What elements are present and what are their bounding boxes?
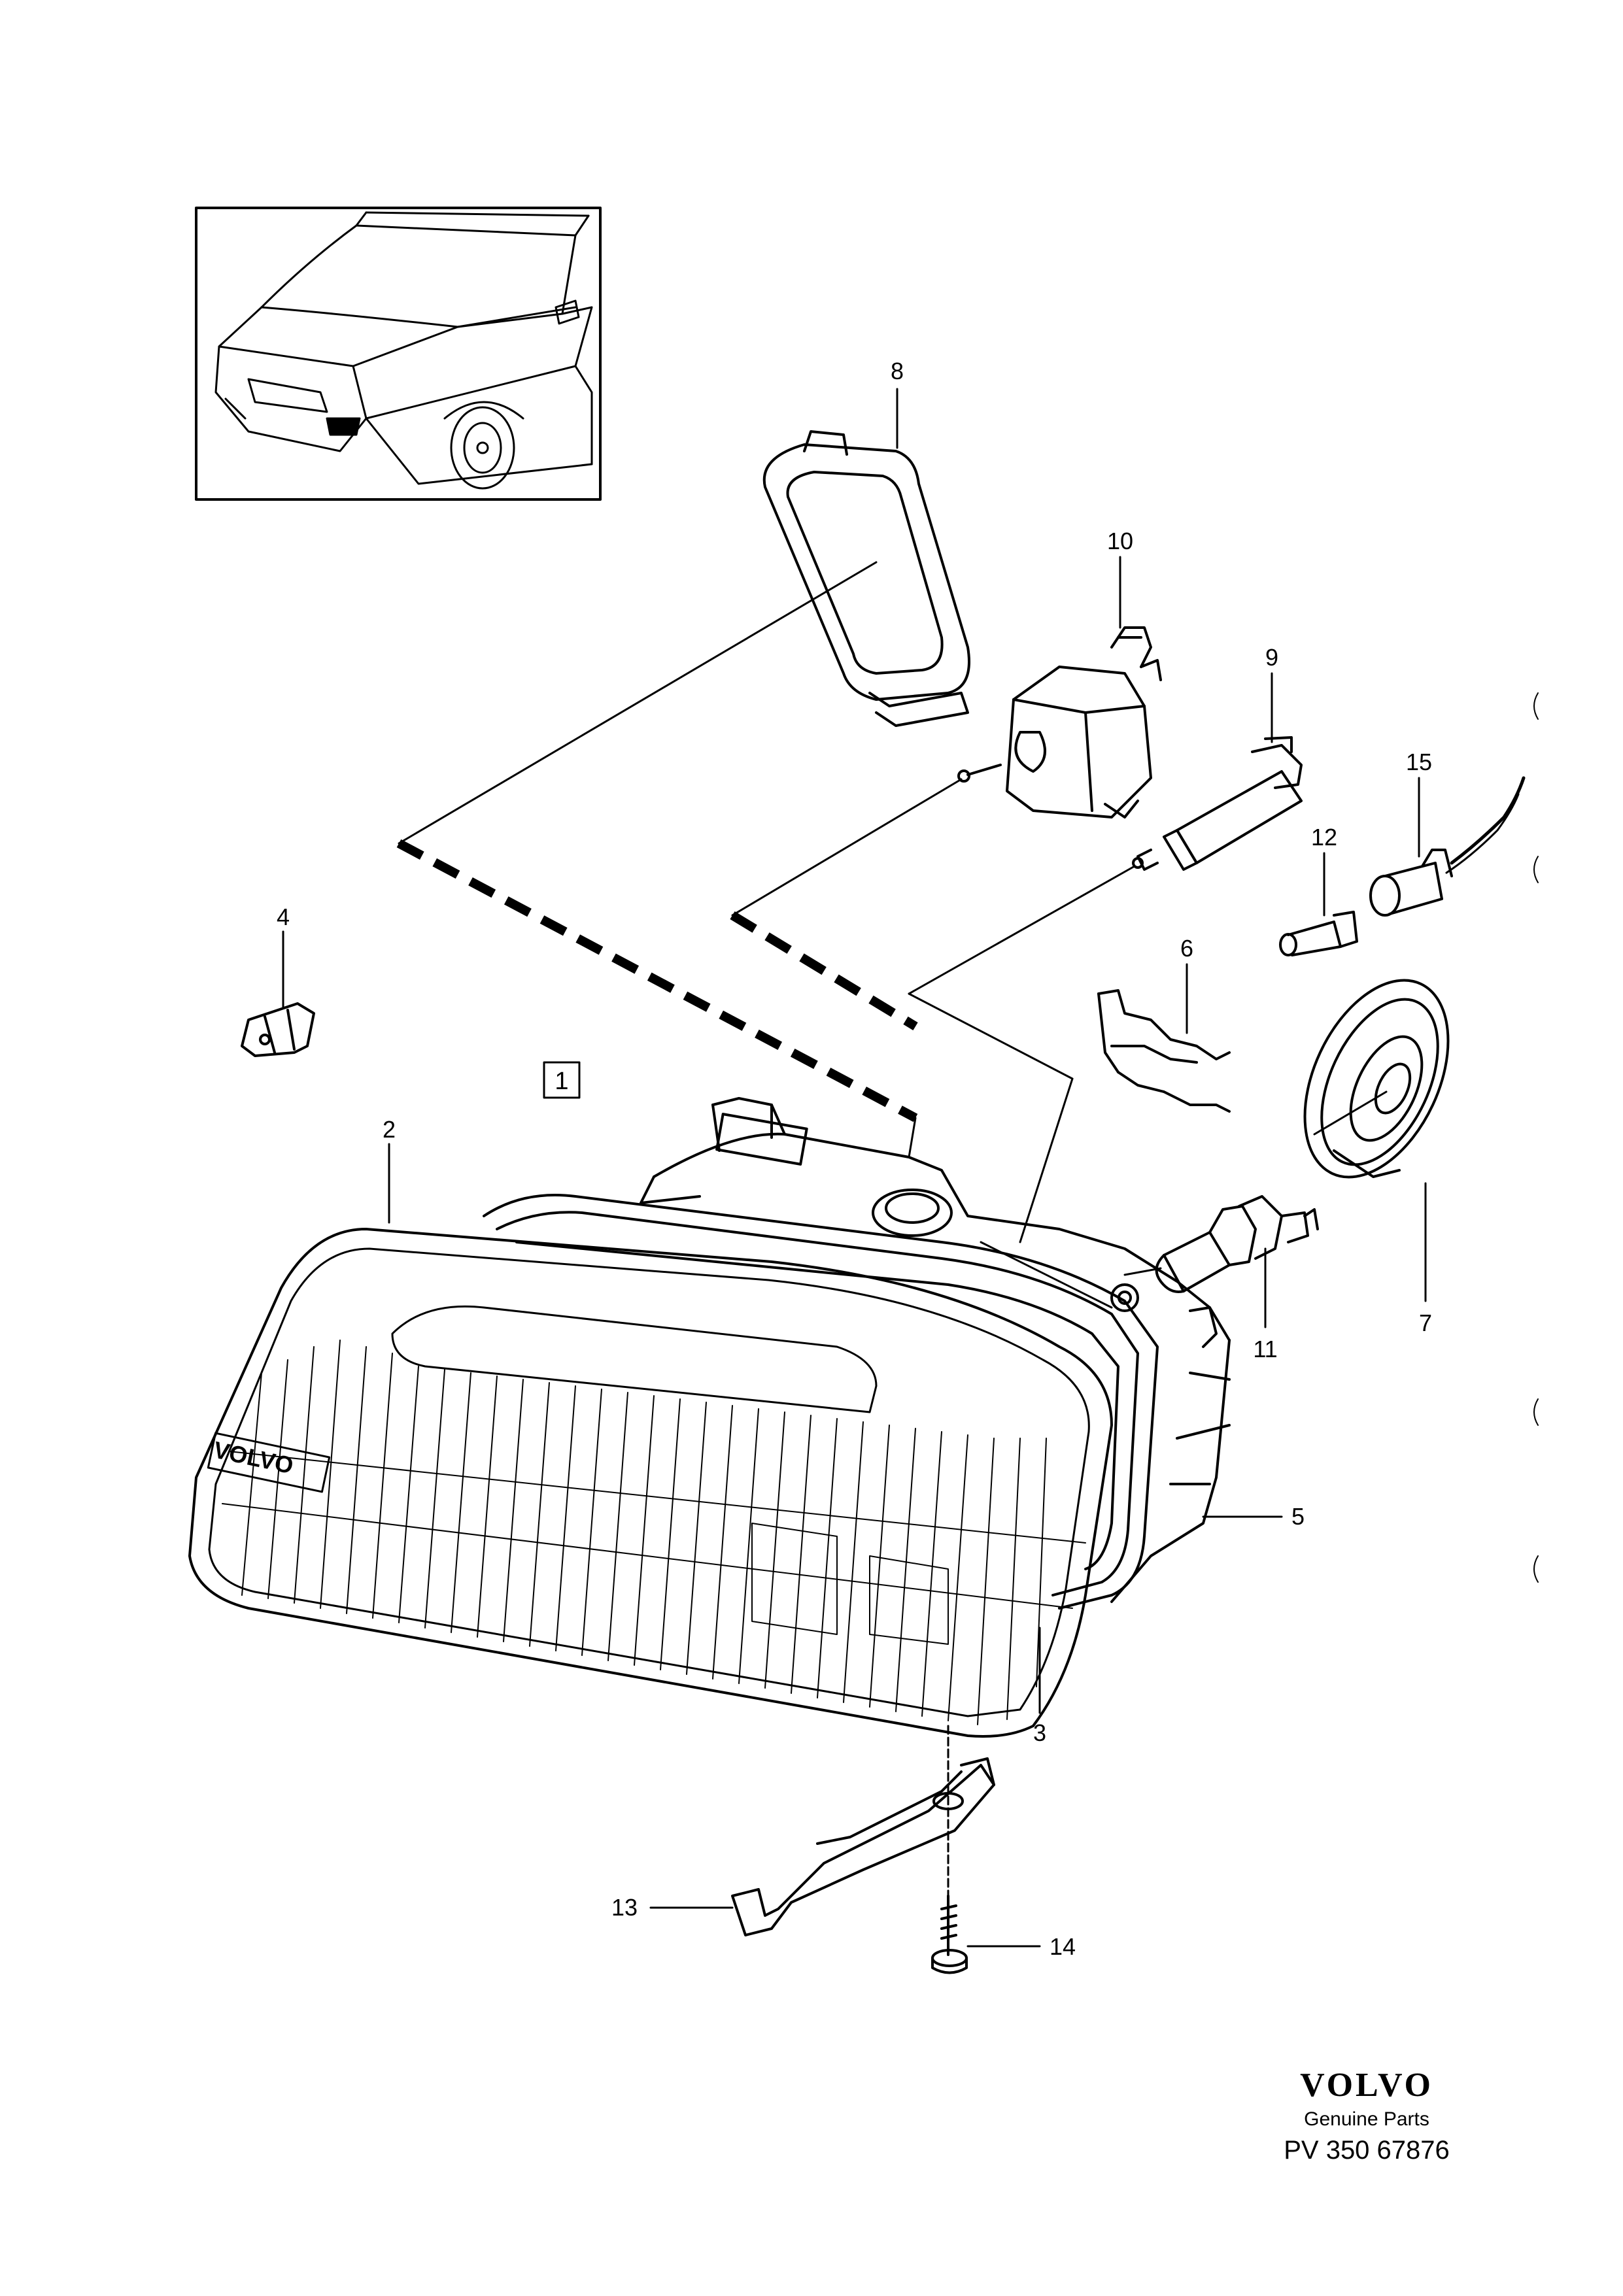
dashed-path-8: [396, 839, 918, 1123]
part-12-bulb: [1279, 911, 1358, 956]
leader-9: [908, 865, 1136, 995]
part-15-socket: [1369, 776, 1526, 917]
part-10-motor: [957, 626, 1162, 819]
margin-marks: [1533, 692, 1539, 1583]
callout-10: 10: [1107, 528, 1133, 554]
part-6-clips: [1097, 989, 1231, 1113]
part-4-clip: [241, 1002, 315, 1057]
callout-6: 6: [1180, 935, 1193, 962]
part-13-bracket: [731, 1757, 995, 1936]
lens-logo-plate: [207, 1432, 331, 1493]
part-14-screw: [931, 1895, 968, 1974]
callouts: 1 2 3 4 5 6 7 8 9 10 11 12 13 14 15: [277, 358, 1432, 1960]
callout-9: 9: [1265, 644, 1278, 671]
callout-12: 12: [1311, 824, 1337, 851]
callout-2: 2: [383, 1116, 396, 1143]
brand-subtitle: Genuine Parts: [1304, 2108, 1429, 2130]
callout-15: 15: [1406, 749, 1432, 775]
lens-logo: VOLVO: [211, 1436, 296, 1479]
volvo-logo: VOLVO: [1300, 2067, 1433, 2104]
callout-14: 14: [1050, 1933, 1076, 1960]
leader-9b: [908, 992, 1074, 1080]
leader-7a: [1313, 1090, 1388, 1136]
callout-leaders: [282, 388, 1427, 1948]
callout-5: 5: [1291, 1503, 1305, 1530]
headlamp-assembly: [188, 1077, 1231, 1738]
part-11-bulb: [1155, 1195, 1319, 1293]
callout-11: 11: [1253, 1336, 1277, 1362]
part-9-holder: [1132, 736, 1303, 871]
callout-4: 4: [277, 903, 290, 930]
brand-block: VOLVO Genuine Parts PV 350 67876: [1229, 2066, 1504, 2165]
dashed-path-10: [730, 911, 918, 1030]
callout-box-1: [543, 1061, 581, 1099]
callout-13: 13: [611, 1894, 638, 1921]
leader-8: [398, 561, 878, 845]
callout-3: 3: [1033, 1719, 1046, 1746]
leader-10: [731, 778, 963, 917]
callout-8: 8: [891, 358, 904, 384]
car-inset: [195, 207, 602, 501]
part-8-cover: [762, 430, 970, 727]
leader-11-bulb: [1123, 1267, 1162, 1276]
diagram-reference: PV 350 67876: [1284, 2136, 1450, 2165]
callout-7: 7: [1419, 1309, 1432, 1336]
part-7-cap: [1303, 979, 1450, 1179]
callout-1: 1: [555, 1068, 568, 1095]
